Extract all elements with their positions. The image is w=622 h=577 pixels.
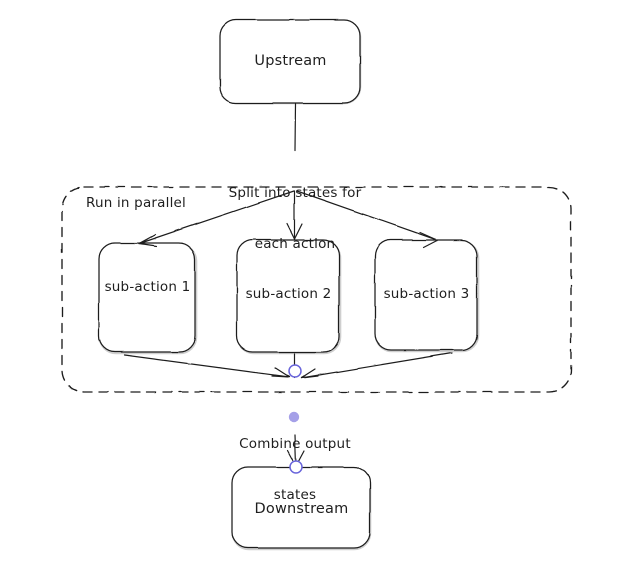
node-sub-action-3[interactable] [374, 239, 480, 353]
node-sub-action-1[interactable] [98, 242, 198, 355]
edge-split-to-sub-action-2[interactable] [286, 190, 303, 240]
node-upstream-outline [219, 19, 361, 104]
node-sub-action-2[interactable] [236, 239, 342, 355]
combine-edge-label-line-1: Combine output [239, 435, 351, 452]
node-sub-action-2-outline [236, 239, 340, 353]
split-edge-label: Split into states for each action [196, 150, 394, 271]
edge-split-to-sub-action-3[interactable] [296, 190, 438, 248]
node-downstream[interactable] [231, 466, 372, 551]
node-sub-action-1-outline [98, 242, 196, 353]
edge-upstream-to-split[interactable] [294, 103, 297, 151]
combine-edge-label-line-2: states [273, 487, 317, 504]
run-in-parallel-group[interactable] [61, 186, 572, 393]
node-downstream-label: Downstream [254, 501, 349, 517]
node-upstream[interactable] [219, 19, 362, 105]
node-upstream-label: Upstream [254, 53, 327, 69]
downstream-binding-point-icon[interactable] [289, 460, 303, 474]
combine-edge-label: Combine output states [210, 401, 380, 522]
edge-split-to-sub-action-1[interactable] [138, 190, 295, 247]
combine-label-dot-icon[interactable] [288, 411, 300, 423]
group-dashed-border [61, 186, 572, 393]
merge-binding-point-icon[interactable] [288, 364, 302, 378]
run-in-parallel-label: Run in parallel [86, 195, 186, 211]
split-edge-label-line-2: each action [254, 236, 336, 253]
node-sub-action-2-label: sub-action 2 [245, 286, 332, 302]
split-edge-label-line-1: Split into states for [228, 184, 362, 201]
node-sub-action-3-label: sub-action 3 [383, 286, 470, 302]
node-sub-action-3-outline [374, 239, 478, 351]
edge-sub-action-3-to-merge[interactable] [300, 352, 453, 379]
edge-sub-action-1-to-merge[interactable] [123, 354, 290, 378]
node-sub-action-1-label: sub-action 1 [104, 279, 191, 295]
